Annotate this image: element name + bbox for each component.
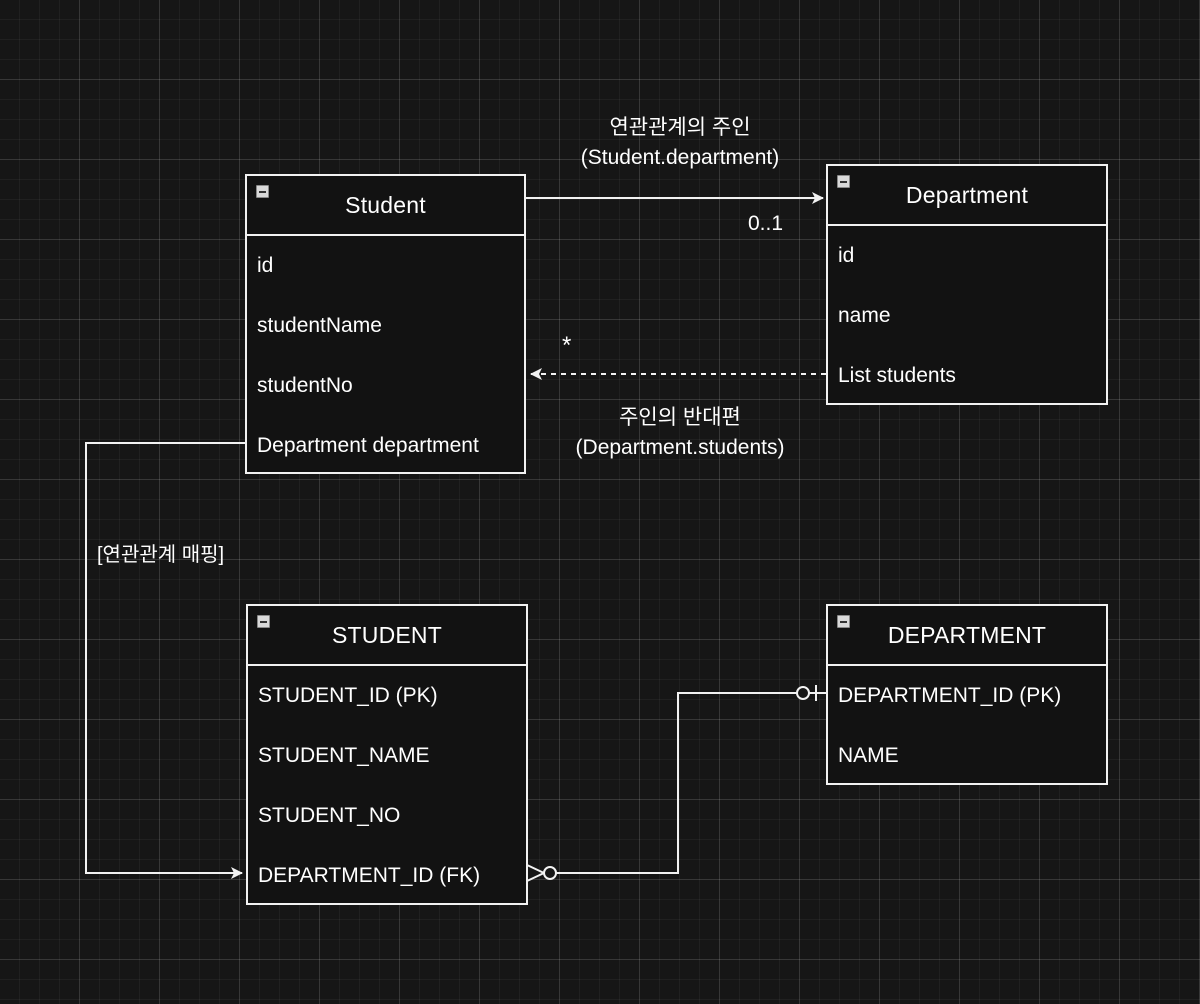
student-class-box[interactable]: Student id studentName studentNo Departm… bbox=[245, 174, 526, 474]
student-table-header[interactable]: STUDENT bbox=[248, 606, 526, 666]
department-table-title: DEPARTMENT bbox=[887, 621, 1047, 648]
student-table-column-id[interactable]: STUDENT_ID (PK) bbox=[258, 684, 438, 707]
inverse-association-label: 주인의 반대편 (Department.students) bbox=[540, 403, 820, 463]
multiplicity-one-label: 0..1 bbox=[748, 212, 784, 235]
department-class-field-id[interactable]: id bbox=[838, 244, 855, 267]
department-class-box[interactable]: Department id name List students bbox=[826, 164, 1108, 405]
student-table-title: STUDENT bbox=[331, 621, 442, 648]
zero-or-one-icon bbox=[796, 685, 826, 701]
collapse-minus-icon[interactable] bbox=[837, 175, 850, 188]
student-class-field-studentname[interactable]: studentName bbox=[257, 314, 382, 337]
collapse-minus-icon[interactable] bbox=[257, 615, 270, 628]
student-table-column-name[interactable]: STUDENT_NAME bbox=[258, 744, 430, 767]
department-class-field-students[interactable]: List students bbox=[838, 364, 956, 387]
owner-association-label: 연관관계의 주인 (Student.department) bbox=[540, 113, 820, 173]
inverse-label-line-1: 주인의 반대편 bbox=[619, 406, 741, 429]
department-table-header[interactable]: DEPARTMENT bbox=[828, 606, 1106, 666]
student-class-field-studentno[interactable]: studentNo bbox=[257, 374, 353, 397]
student-class-field-id[interactable]: id bbox=[257, 254, 274, 277]
student-class-header[interactable]: Student bbox=[247, 176, 524, 236]
student-class-title: Student bbox=[345, 191, 426, 218]
department-table-column-id[interactable]: DEPARTMENT_ID (PK) bbox=[838, 684, 1062, 707]
department-class-header[interactable]: Department bbox=[828, 166, 1106, 226]
student-class-field-department[interactable]: Department department bbox=[257, 434, 479, 457]
student-table-box[interactable]: STUDENT STUDENT_ID (PK) STUDENT_NAME STU… bbox=[246, 604, 528, 905]
department-class-field-name[interactable]: name bbox=[838, 304, 891, 327]
mapping-label: [연관관계 매핑] bbox=[97, 544, 225, 566]
crows-foot-many-icon bbox=[526, 864, 557, 882]
department-table-box[interactable]: DEPARTMENT DEPARTMENT_ID (PK) NAME bbox=[826, 604, 1108, 785]
department-table-column-name[interactable]: NAME bbox=[838, 744, 899, 767]
owner-label-line-1: 연관관계의 주인 bbox=[609, 116, 751, 139]
inverse-label-line-2: (Department.students) bbox=[575, 436, 785, 459]
collapse-minus-icon[interactable] bbox=[837, 615, 850, 628]
mapping-arrow[interactable] bbox=[85, 442, 245, 879]
owner-label-line-2: (Student.department) bbox=[580, 146, 780, 169]
er-relationship-connector[interactable] bbox=[526, 685, 826, 882]
student-table-column-no[interactable]: STUDENT_NO bbox=[258, 804, 401, 827]
student-table-column-department-id[interactable]: DEPARTMENT_ID (FK) bbox=[258, 864, 481, 887]
department-class-title: Department bbox=[905, 181, 1029, 208]
multiplicity-many-label: * bbox=[562, 332, 572, 359]
collapse-minus-icon[interactable] bbox=[256, 185, 269, 198]
